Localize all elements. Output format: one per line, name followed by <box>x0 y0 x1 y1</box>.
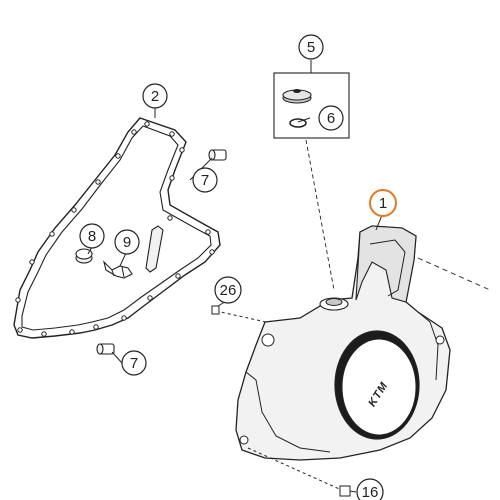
leader-16 <box>349 490 357 493</box>
gasket-hole <box>17 327 23 333</box>
gasket <box>13 117 221 339</box>
callout-6: 6 <box>318 105 344 131</box>
screw-26 <box>211 305 267 323</box>
gasket-hole <box>29 259 35 265</box>
gasket-hole <box>167 215 173 221</box>
callout-16-label: 16 <box>362 484 379 500</box>
ignition-cover: KTM <box>235 225 451 461</box>
gasket-hole <box>115 153 121 159</box>
small-plug <box>75 248 93 264</box>
gasket-bolt-holes <box>15 121 215 337</box>
gasket-hole <box>131 129 137 135</box>
callout-7b-label: 7 <box>130 355 138 372</box>
callout-9-label: 9 <box>123 234 131 251</box>
gasket-hole <box>93 324 99 330</box>
rotor-cover-face <box>341 338 417 436</box>
cover-boss <box>261 333 275 347</box>
callout-26-label: 26 <box>220 282 237 299</box>
cover-boss <box>435 335 445 345</box>
o-ring <box>289 118 307 128</box>
callout-7b: 7 <box>121 350 147 376</box>
chain-guide-rail <box>145 225 164 273</box>
callout-5-label: 5 <box>307 39 315 56</box>
gasket-hole <box>69 329 75 335</box>
leader-7b <box>111 351 123 364</box>
dowel-sleeve-lower <box>96 343 115 355</box>
callout-26: 26 <box>214 276 242 304</box>
callout-16: 16 <box>356 478 384 500</box>
gasket-hole <box>209 249 215 255</box>
gasket-hole <box>175 273 181 279</box>
clip-bracket <box>102 260 133 279</box>
callout-7a: 7 <box>192 167 218 193</box>
gasket-hole <box>179 147 185 153</box>
callout-5: 5 <box>298 34 324 60</box>
gasket-hole <box>147 295 153 301</box>
callout-1-label: 1 <box>379 195 387 212</box>
dowel-sleeve-upper <box>208 149 227 161</box>
gasket-inner-outline <box>21 125 212 331</box>
gasket-outer-outline <box>13 117 221 339</box>
callout-1: 1 <box>369 189 397 217</box>
callout-9: 9 <box>114 229 140 255</box>
leader-9 <box>119 252 127 267</box>
cover-boss <box>239 435 249 445</box>
leader-6 <box>297 117 311 123</box>
callout-8: 8 <box>79 223 105 249</box>
gasket-hole <box>169 175 175 181</box>
cover-axis-line <box>417 257 491 291</box>
gasket-hole <box>15 297 21 303</box>
callout-2: 2 <box>142 83 168 109</box>
gasket-hole <box>205 229 211 235</box>
leader-1 <box>375 214 383 231</box>
gasket-hole <box>144 121 150 127</box>
callout-8-label: 8 <box>88 228 96 245</box>
callout-2-label: 2 <box>151 88 159 105</box>
gasket-hole <box>121 315 127 321</box>
callout-6-label: 6 <box>327 110 335 127</box>
gasket-hole <box>49 231 55 237</box>
gasket-hole <box>169 131 175 137</box>
screw-plug <box>282 89 312 104</box>
kit-leader-line <box>305 139 335 291</box>
callout-7a-label: 7 <box>201 172 209 189</box>
gasket-hole <box>71 207 77 213</box>
gasket-hole <box>95 179 101 185</box>
gasket-hole <box>41 331 47 337</box>
